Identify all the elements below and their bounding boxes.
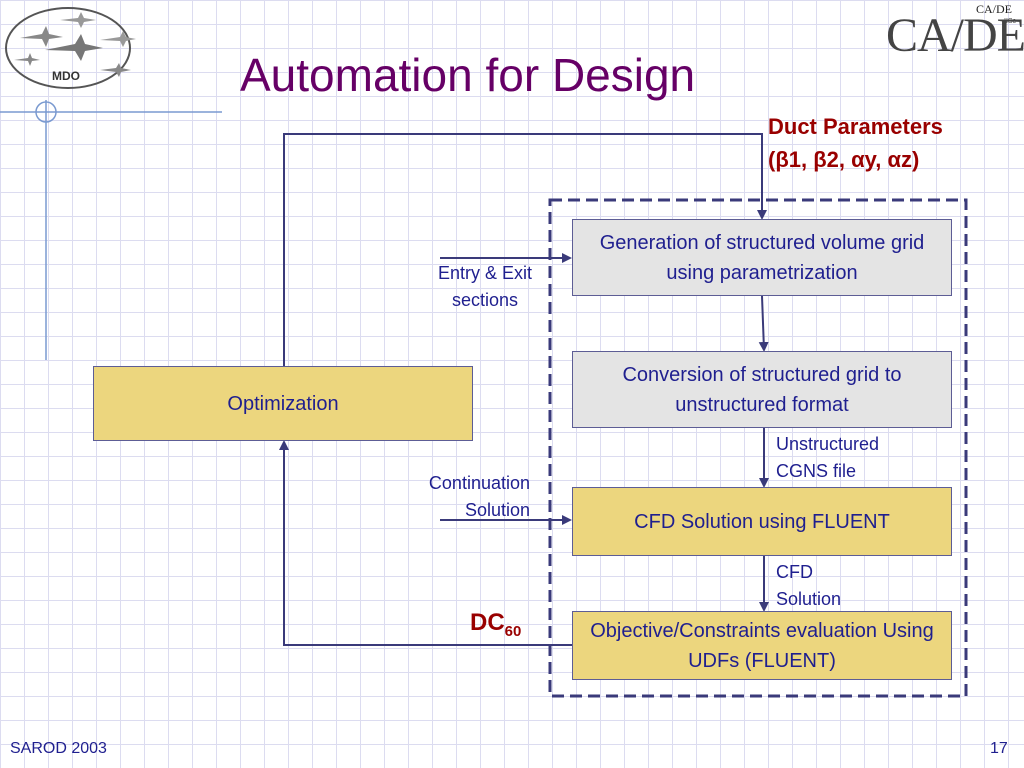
duct-parameters-title: Duct Parameters [768, 114, 943, 139]
grid-generation-box: Generation of structured volume grid usi… [572, 219, 952, 296]
optimization-box: Optimization [93, 366, 473, 441]
continuation-label: Continuation Solution [428, 473, 530, 520]
connector-grid-to-conversion [758, 295, 769, 352]
optimization-label: Optimization [227, 392, 339, 415]
dc60-label: DC60 [470, 608, 521, 647]
cfd-solution-label: CFD Solution using FLUENT [634, 510, 890, 533]
cfd-solution-box: CFD Solution using FLUENT [572, 487, 952, 556]
objective-eval-box: Objective/Constraints evaluation Using U… [572, 611, 952, 680]
unstructured-cgns-label: Unstructured CGNS file [776, 434, 880, 481]
connector-objective-to-opt [279, 440, 572, 646]
cade-logo-tiny: IISc [1004, 18, 1017, 25]
conversion-label: Conversion of structured grid to unstruc… [622, 363, 902, 416]
mdo-logo-text: MDO [52, 69, 80, 83]
entry-exit-label: Entry & Exit sections [437, 263, 533, 310]
grid-generation-label: Generation of structured volume grid usi… [599, 231, 925, 284]
conversion-box: Conversion of structured grid to unstruc… [572, 351, 952, 428]
cade-logo-small: CA/DE [976, 2, 1012, 16]
slide-title: Automation for Design [240, 49, 696, 101]
connector-opt-to-grid [283, 133, 767, 366]
cfd-output-label: CFD Solution [776, 562, 842, 609]
footer-conference: SAROD 2003 [10, 740, 107, 757]
cade-logo-text: CA/DE [886, 9, 1024, 62]
page-number: 17 [990, 740, 1008, 757]
dc60-base: DC [470, 609, 505, 636]
crosshair-decoration [0, 100, 222, 360]
objective-eval-label: Objective/Constraints evaluation Using U… [590, 619, 934, 672]
process-frame [548, 198, 968, 698]
dc60-subscript: 60 [504, 622, 522, 640]
duct-parameters-list: (β1, β2, αy, αz) [768, 147, 920, 172]
mdo-logo: MDO [5, 7, 136, 89]
